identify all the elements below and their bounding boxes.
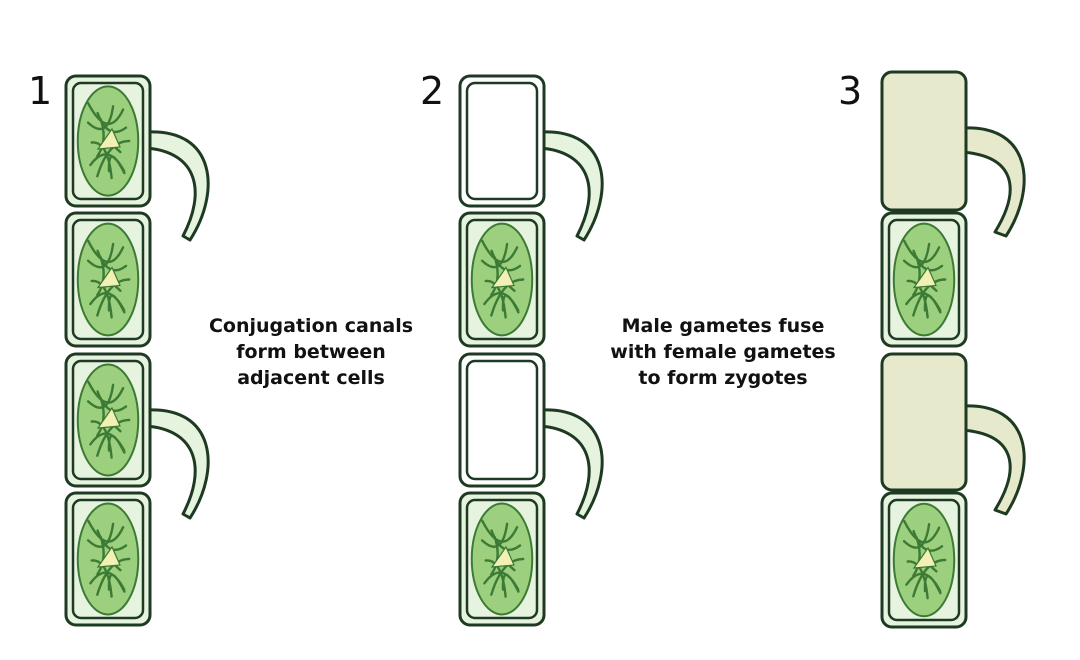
stage-3-cell-2 — [880, 211, 968, 348]
stage-3-cell-2-membrane — [887, 218, 961, 341]
stage-3-cell-4-membrane — [887, 498, 961, 622]
stage-2-cell-3 — [458, 352, 546, 488]
stage-1-cell-2-membrane — [71, 218, 145, 341]
stage-3-cell-2-chloroplast-pyrenoid — [912, 266, 937, 289]
stage-1-cell-2 — [64, 211, 152, 348]
stage-2-cell-1-wall — [458, 74, 546, 208]
stage-3-cell-3 — [880, 352, 968, 492]
stage-1-cell-3-chloroplast-pyrenoid — [96, 406, 121, 429]
stage-2-cell-2 — [458, 211, 546, 348]
caption-fusion: Male gametes fuse with female gametes to… — [598, 313, 848, 391]
stage-3-canal-top — [960, 126, 1026, 238]
caption-fusion-line-1: Male gametes fuse — [621, 315, 825, 337]
caption-fusion-line-2: with female gametes — [610, 341, 836, 363]
stage-3-cell-3-wall — [880, 352, 968, 492]
stage-2-cell-2-chloroplast-pyrenoid — [490, 266, 515, 289]
stage-1-cell-4-chloroplast-pyrenoid — [96, 545, 121, 568]
stage-3-cell-1-wall — [880, 70, 968, 212]
stage-2-number: 2 — [420, 69, 445, 113]
stage-1-cell-1-membrane — [71, 81, 145, 201]
stage-3-cell-1 — [880, 70, 968, 212]
stage-1-cell-3-membrane — [71, 359, 145, 481]
stage-2-cell-1 — [458, 74, 546, 208]
stage-1-cell-4-membrane — [71, 498, 145, 620]
stage-2-cell-4-chloroplast-pyrenoid — [490, 545, 515, 568]
stage-2-cell-1-membrane — [465, 81, 539, 201]
stage-2-cell-3-wall — [458, 352, 546, 488]
stage-1-number: 1 — [28, 69, 53, 113]
caption-conjugation-line-3: adjacent cells — [237, 367, 385, 389]
stage-1-cell-1 — [64, 74, 152, 208]
caption-conjugation: Conjugation canals form between adjacent… — [196, 313, 426, 391]
stage-3-number: 3 — [838, 69, 863, 113]
stage-3-canal-bottom — [960, 404, 1026, 516]
stage-1-cell-2-chloroplast-pyrenoid — [96, 266, 121, 289]
stage-1-cell-1-chloroplast-pyrenoid — [96, 127, 121, 150]
caption-conjugation-line-1: Conjugation canals — [208, 315, 414, 337]
stage-2-canal-bottom — [538, 408, 604, 520]
stage-1-cell-4 — [64, 491, 152, 627]
caption-conjugation-line-2: form between — [236, 341, 386, 363]
caption-fusion-line-3: to form zygotes — [638, 367, 808, 389]
stage-2-cell-3-membrane — [465, 359, 539, 481]
stage-2-cell-4-membrane — [465, 498, 539, 620]
stage-1-canal-top — [144, 130, 210, 242]
stage-2-cell-2-membrane — [465, 218, 539, 341]
stage-2-cell-4 — [458, 491, 546, 627]
stage-1-canal-bottom — [144, 408, 210, 520]
stage-1-cell-3 — [64, 352, 152, 488]
stage-3-cell-4-chloroplast-pyrenoid — [912, 546, 937, 569]
stage-2-canal-top — [538, 130, 604, 242]
stage-3-cell-4 — [880, 491, 968, 629]
